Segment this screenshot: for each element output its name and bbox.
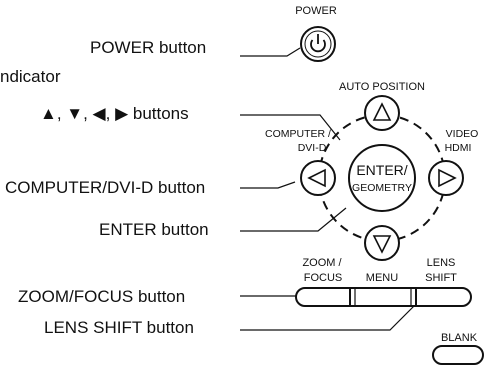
right-button[interactable] (428, 160, 464, 196)
callout-computer-button: COMPUTER/DVI-D button (5, 178, 205, 197)
up-button[interactable] (364, 95, 400, 131)
leader-power (240, 47, 301, 57)
right-triangle-icon (438, 168, 457, 188)
enter-button[interactable]: ENTER/ GEOMETRY (348, 144, 416, 212)
leader-arrows (240, 114, 341, 141)
power-label: POWER (295, 5, 337, 17)
lens-label-line2: SHIFT (425, 272, 457, 284)
down-triangle-icon (372, 235, 392, 254)
leader-enter (240, 207, 347, 232)
up-triangle-icon (372, 102, 392, 121)
callout-arrow-buttons: ▲, ▼, ◀, ▶ buttons (40, 104, 189, 123)
callout-enter-button: ENTER button (99, 220, 209, 239)
leader-computer (240, 181, 296, 189)
power-icon (310, 34, 326, 53)
zoom-label-line2: FOCUS (304, 272, 343, 284)
callout-zoom-focus-button: ZOOM/FOCUS button (18, 287, 185, 306)
zoom-label-line1: ZOOM / (302, 257, 342, 269)
computer-label-line1: COMPUTER / (265, 128, 331, 140)
computer-label-line2: DVI-D (298, 142, 327, 154)
down-button[interactable] (364, 225, 400, 261)
enter-label-line1: ENTER/ (356, 162, 407, 178)
lens-label-line1: LENS (427, 257, 456, 269)
menu-button[interactable] (349, 287, 417, 307)
power-button[interactable] (300, 26, 336, 62)
callout-indicator: ndicator (0, 67, 61, 86)
left-button[interactable] (300, 160, 336, 196)
auto-position-label: AUTO POSITION (339, 81, 425, 93)
callout-power-button: POWER button (90, 38, 206, 57)
enter-label-line2: GEOMETRY (352, 182, 412, 194)
callout-lens-shift-button: LENS SHIFT button (44, 318, 194, 337)
video-label: VIDEO (446, 128, 479, 140)
left-triangle-icon (307, 168, 326, 188)
menu-label: MENU (366, 272, 398, 284)
blank-button[interactable] (432, 345, 484, 365)
blank-label: BLANK (441, 332, 478, 344)
hdmi-label: HDMI (445, 142, 472, 154)
